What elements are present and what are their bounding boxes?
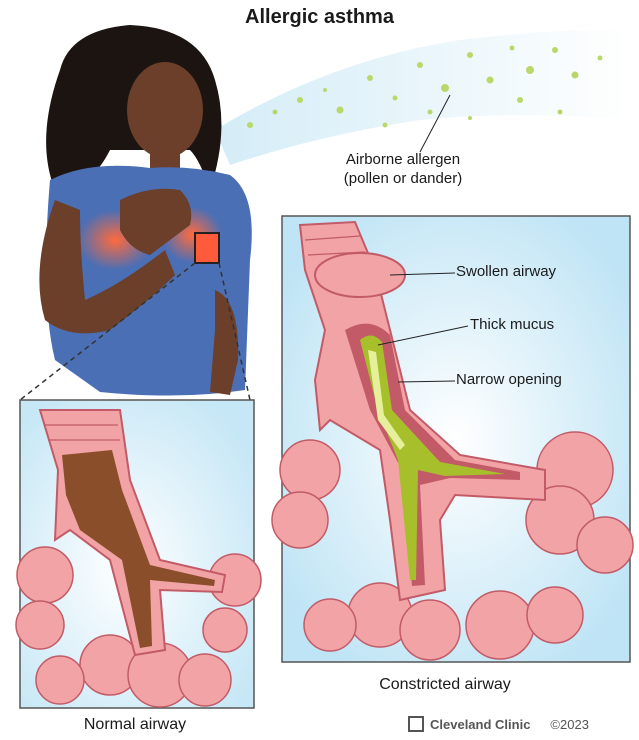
swollen-airway-label: Swollen airway xyxy=(456,263,556,280)
brand-name: Cleveland Clinic xyxy=(430,717,530,732)
narrow-opening-label: Narrow opening xyxy=(456,371,562,388)
branding: Cleveland Clinic ©2023 xyxy=(408,716,589,732)
allergen-label-line1: Airborne allergen xyxy=(318,150,488,169)
copyright: ©2023 xyxy=(550,717,589,732)
constricted-airway-caption: Constricted airway xyxy=(300,676,590,694)
allergen-cloud xyxy=(215,30,630,165)
allergen-label: Airborne allergen (pollen or dander) xyxy=(318,150,488,188)
constricted-airway-panel xyxy=(272,216,633,662)
page-title: Allergic asthma xyxy=(0,6,639,29)
normal-airway-panel xyxy=(16,400,261,708)
normal-airway-caption: Normal airway xyxy=(10,716,260,734)
zoom-box xyxy=(195,233,219,263)
thick-mucus-label: Thick mucus xyxy=(470,316,554,333)
allergen-label-line2: (pollen or dander) xyxy=(318,169,488,188)
cleveland-clinic-logo-icon xyxy=(408,716,424,732)
woman-figure xyxy=(39,25,251,396)
